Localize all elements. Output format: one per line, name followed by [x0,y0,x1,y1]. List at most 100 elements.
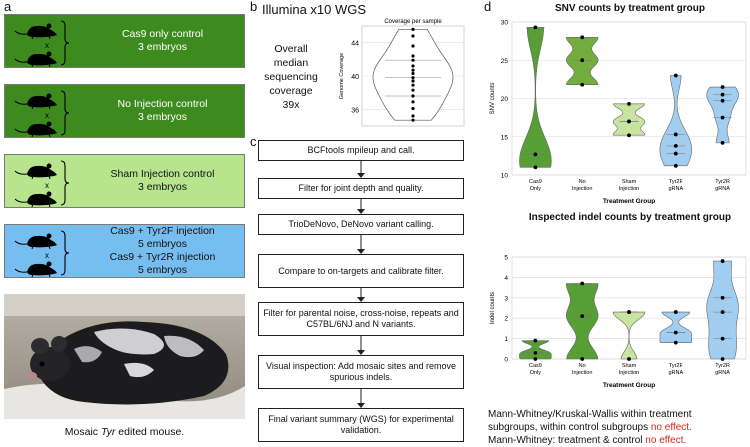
x-tick-label: Tyr2R [715,179,730,185]
data-point [533,25,538,30]
mouse-body [27,123,57,136]
x-tick-label: Injection [572,186,593,192]
y-tick-label: 3 [504,295,508,302]
group-line1: No Injection control [117,98,208,110]
cross-symbol: x [45,251,49,260]
mouse-ear [46,261,52,267]
data-point [580,82,585,87]
coverage-point [411,34,415,38]
coverage-point [411,71,415,76]
mouse-photo [4,294,245,419]
coverage-point [411,79,415,83]
mouse-tail [14,58,28,63]
mouse-leg [31,133,34,137]
mouse-icon [14,163,57,180]
mouse-tail [14,128,28,133]
mouse-icon [14,233,57,250]
data-point [720,357,725,361]
violin-4 [659,311,693,343]
pipeline-arrow-head [357,173,365,178]
mouse-leg [48,245,51,250]
data-point [533,152,538,157]
data-point [580,58,585,63]
y-tick-label: 4 [504,275,508,282]
coverage-y-label: Genome Coverage [339,53,345,99]
coverage-line: coverage [269,85,313,97]
panel-letter-d: d [484,0,492,14]
x-tick-label: Sham [622,179,637,185]
data-point [627,310,631,314]
mouse-leg [48,105,51,110]
x-tick-label: Tyr2F [669,363,684,369]
x-tick-label: Injection [572,370,593,376]
x-tick-label: Only [530,186,542,192]
data-point [533,350,538,355]
violin-5 [706,260,739,360]
data-point [627,357,631,361]
coverage-line: Overall [274,43,308,55]
data-point [673,163,678,168]
coverage-point [411,106,415,111]
data-point [720,295,725,300]
mouse-tail [14,198,28,203]
mouse-leg [48,203,51,207]
mouse-ear [46,163,52,169]
data-point [533,165,538,170]
x-tick-label: Injection [619,186,640,192]
mouse-icon [14,121,57,137]
mouse-leg [48,35,51,40]
y-tick-label: 2 [504,316,508,323]
mouse-icon [14,191,57,207]
data-point [580,35,585,40]
coverage-point [411,100,415,104]
mouse-body [27,193,57,206]
x-tick-label: gRNA [668,370,683,376]
group-line3: Cas9 + Tyr2R injection [109,251,216,263]
x-axis-label: Treatment Group [603,382,655,389]
cross-symbol: x [45,181,49,190]
coverage-y-tick: 36 [351,107,359,114]
panel-letter-c: c [250,134,257,149]
group-line1: Cas9 only control [121,28,204,40]
y-tick-label: 15 [501,134,509,141]
brace-icon [60,230,70,276]
mouse-ear [46,121,52,127]
data-point [720,115,725,120]
data-point [720,92,725,97]
x-tick-label: gRNA [668,186,683,192]
violin-2 [565,283,599,360]
group-line1: Cas9 + Tyr2F injection [110,225,215,237]
brace-icon [60,160,70,206]
y-tick-label: 0 [504,357,508,364]
x-axis-label: Treatment Group [603,198,655,204]
panel-letter-a: a [4,0,12,14]
violin-3 [612,311,646,360]
mouse-leg [31,273,34,277]
mouse-leg [31,63,34,67]
data-point [673,151,678,156]
mouse-ear [46,51,52,57]
data-point [720,140,725,145]
coverage-point [411,83,415,87]
y-tick-label: 30 [501,20,509,27]
mouse-leg [31,175,34,180]
data-point [627,133,631,138]
snv-chart-title: SNV counts by treatment group [554,3,705,14]
parent-mice-icon: x [14,230,70,277]
pipeline-step-6: Visual inspection: Add mosaic sites and … [258,355,464,389]
data-point [673,73,678,78]
coverage-point [411,68,415,72]
coverage-chart-title: Coverage per sample [384,19,442,25]
group-line1: Sham Injection control [110,168,215,180]
coverage-point [411,76,415,80]
cross-symbol: x [45,41,49,50]
x-tick-label: No [579,179,586,185]
coverage-line: 39x [282,99,300,111]
photo-caption: Mosaic Tyr edited mouse. [64,426,185,438]
x-tick-label: Only [530,370,542,376]
mouse-leg [48,273,51,277]
